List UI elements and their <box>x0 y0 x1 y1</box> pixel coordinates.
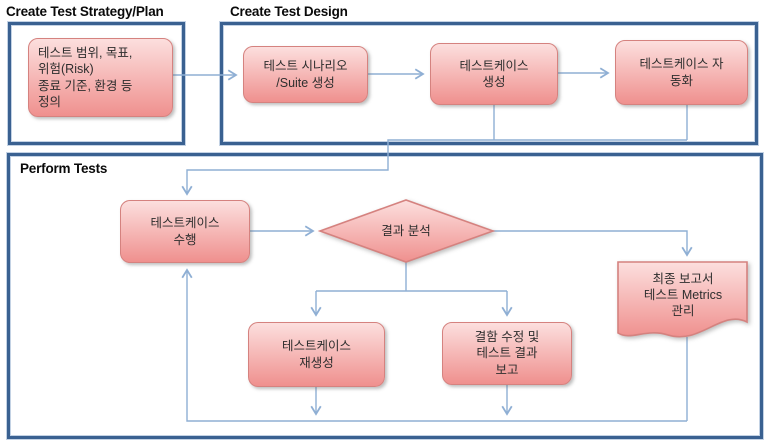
node-regenerate-test-case: 테스트케이스 재생성 <box>248 322 385 387</box>
node-define-scope: 테스트 범위, 목표, 위험(Risk) 종료 기준, 환경 등 정의 <box>28 38 173 117</box>
section-title-create-test-strategy: Create Test Strategy/Plan <box>6 4 164 19</box>
node-test-case-automation: 테스트케이스 자 동화 <box>615 40 748 105</box>
node-fix-defect-report: 결함 수정 및 테스트 결과 보고 <box>442 322 572 385</box>
decision-diamond-label: 결과 분석 <box>381 223 431 238</box>
node-execute-test-case: 테스트케이스 수행 <box>120 200 250 263</box>
section-frame-create-test-strategy <box>8 22 185 145</box>
document-shape-label: 최종 보고서 테스트 Metrics 관리 <box>643 271 723 319</box>
node-create-test-case: 테스트케이스 생성 <box>430 43 558 105</box>
section-title-perform-tests: Perform Tests <box>20 161 108 176</box>
section-title-create-test-design: Create Test Design <box>230 4 348 19</box>
node-test-scenario-suite: 테스트 시나리오 /Suite 생성 <box>243 46 368 103</box>
